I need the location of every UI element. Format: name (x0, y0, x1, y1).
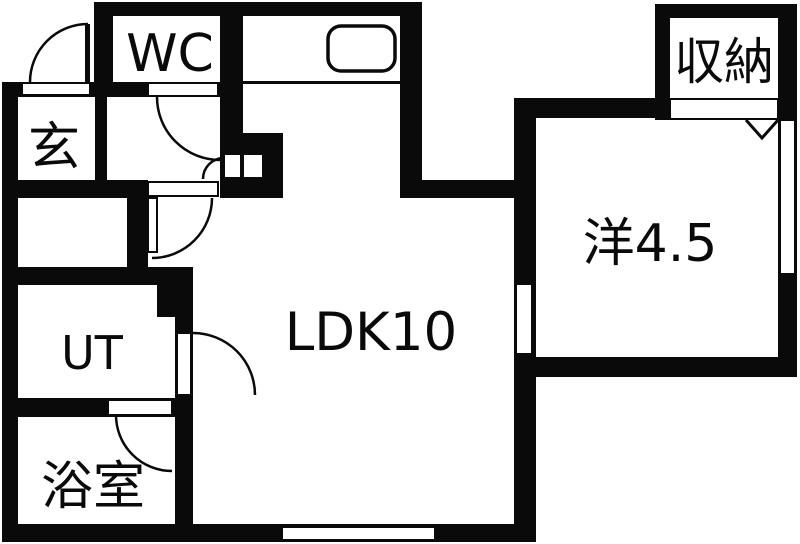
label-genkan: 玄 (28, 118, 80, 178)
label-ldk: LDK10 (285, 302, 458, 363)
room-labels: 玄 WC 収納 洋4.5 LDK10 UT 浴室 (28, 24, 774, 517)
entrance-door-arc (28, 22, 89, 83)
hall-door-leaf (147, 197, 158, 253)
storage-opening (669, 98, 779, 120)
hall-ldk-opening (147, 181, 219, 197)
entrance-opening (21, 82, 91, 96)
ut-door-arc (192, 331, 257, 396)
wc-door-arc (155, 96, 221, 162)
bathroom-door-opening (107, 399, 173, 416)
ut-door-opening (176, 332, 192, 396)
label-wc: WC (126, 24, 214, 84)
label-bathroom: 浴室 (41, 457, 145, 517)
sliding-panel-right (242, 153, 264, 179)
openings (21, 82, 794, 541)
bathroom-door-arc (114, 414, 173, 473)
door-swings (28, 22, 257, 473)
hall-small-arc (201, 156, 225, 180)
fixtures (242, 24, 780, 141)
kitchen-counter-line (242, 81, 400, 84)
kitchen-sink-icon (326, 24, 397, 73)
label-utility: UT (61, 326, 124, 380)
label-storage: 収納 (674, 33, 774, 91)
label-western: 洋4.5 (583, 214, 718, 274)
entrance-door-leaf (85, 24, 90, 82)
hall-door-arc (151, 197, 214, 260)
sliding-panel-left (223, 153, 242, 179)
wc-door-opening (147, 82, 219, 97)
right-window (781, 121, 794, 273)
closet-arrow-icon (744, 119, 780, 141)
bottom-window (281, 526, 436, 541)
western-door-opening (515, 283, 533, 355)
